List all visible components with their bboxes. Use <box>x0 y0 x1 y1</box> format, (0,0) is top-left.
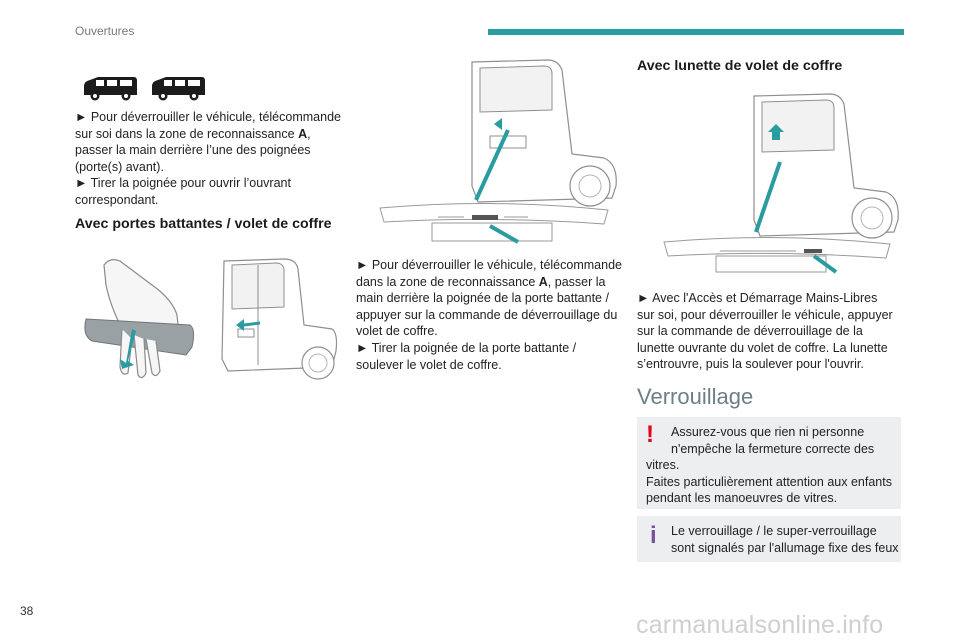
section-title-verrouillage: Verrouillage <box>637 384 754 409</box>
text-line: soulever le volet de coffre. <box>356 357 502 372</box>
text-line: sur la commande de déverrouillage de la <box>637 324 863 339</box>
text-line: ► Avec l'Accès et Démarrage Mains-Libres <box>637 291 878 305</box>
text-line: ► Tirer la poignée de la porte battante … <box>356 340 577 355</box>
header-accent-bar <box>488 29 904 35</box>
instructions-rear-window: ► Avec l'Accès et Démarrage Mains-Libres… <box>637 290 912 373</box>
text-line: pendant les manoeuvres de vitres. <box>646 491 838 506</box>
watermark-url: carmanualsonline.info <box>636 611 884 639</box>
hand-handle-illustration <box>82 255 200 385</box>
heading-lunette: Avec lunette de volet de coffre <box>637 58 843 74</box>
van-rear-tailgate-illustration <box>368 58 620 250</box>
text-line: s’entrouvre, puis la soulever pour l'ouv… <box>637 357 864 372</box>
instructions-front: ► Pour déverrouiller le véhicule, téléco… <box>75 109 350 209</box>
text-line: vitres. <box>646 458 680 473</box>
text-line: Assurez-vous que rien ni personne <box>671 425 865 439</box>
text-line: sont signalés par l'allumage fixe des fe… <box>671 540 899 555</box>
text-line: Faites particulièrement attention aux en… <box>646 474 892 489</box>
text-line: volet de coffre. <box>356 324 438 339</box>
running-header: Ouvertures <box>75 24 135 38</box>
instructions-swing-doors: ► Pour déverrouiller le véhicule, téléco… <box>356 257 631 373</box>
info-icon: i <box>650 522 657 549</box>
heading-battantes: Avec portes battantes / volet de coffre <box>75 216 332 232</box>
warning-box: ! Assurez-vous que rien ni personne n'em… <box>637 417 901 509</box>
text-line: Le verrouillage / le super-verrouillage <box>671 524 877 538</box>
warning-icon: ! <box>646 421 654 448</box>
text-line: (porte(s) avant). <box>75 159 164 174</box>
van-icon-front-doors <box>84 77 137 101</box>
text-line: ► Tirer la poignée pour ouvrir l’ouvrant <box>75 176 291 191</box>
van-rear-swing-doors-illustration <box>214 255 338 389</box>
page-number: 38 <box>20 604 34 618</box>
text-line: lunette ouvrante du volet de coffre. La … <box>637 340 888 355</box>
text-line: dans la zone de reconnaissance A, passer… <box>356 274 606 289</box>
info-box: i Le verrouillage / le super-verrouillag… <box>637 516 901 562</box>
text-line: n'empêche la fermeture correcte des <box>671 441 875 456</box>
text-line: ► Pour déverrouiller le véhicule, téléco… <box>75 110 341 124</box>
text-line: sur soi, pour déverrouiller le véhicule,… <box>637 307 893 322</box>
van-icon-rear-doors <box>152 77 205 101</box>
text-line: ► Pour déverrouiller le véhicule, téléco… <box>356 258 622 272</box>
text-line: sur soi dans la zone de reconnaissance A… <box>75 126 311 141</box>
info-text: Le verrouillage / le super-verrouillage … <box>671 523 899 556</box>
car-icons <box>82 73 210 101</box>
text-line: correspondant. <box>75 192 159 207</box>
warning-text: Assurez-vous que rien ni personne n'empê… <box>646 424 900 507</box>
text-line: passer la main derrière l’une des poigné… <box>75 143 311 158</box>
van-rear-window-illustration <box>650 92 902 276</box>
text-line: appuyer sur la commande de déverrouillag… <box>356 307 618 322</box>
text-line: main derrière la poignée de la porte bat… <box>356 291 609 306</box>
